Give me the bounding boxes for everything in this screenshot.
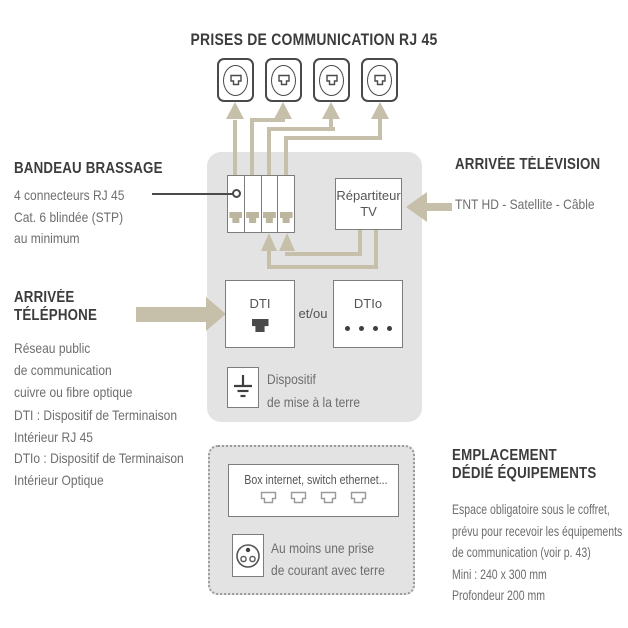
- earth-device-box: [227, 367, 259, 408]
- telephone-line: de communication: [14, 362, 112, 378]
- repartiteur-label-line2: TV: [360, 204, 377, 219]
- emplacement-line: de communication (voir p. 43): [452, 545, 591, 560]
- rj45-wall-outlet-3: [313, 58, 350, 102]
- arrow-up-icon: [274, 102, 292, 119]
- cable-line: [250, 118, 285, 122]
- rj45-port-icon: [350, 491, 367, 504]
- telephone-line: cuivre ou fibre optique: [14, 384, 133, 400]
- glossary-line: DTIo : Dispositif de Terminaison: [14, 450, 184, 466]
- cable-line: [250, 122, 254, 176]
- power-outlet-icon: [236, 543, 260, 568]
- dtio-label: DTIo: [353, 296, 383, 311]
- callout-dot: [232, 189, 241, 198]
- prise-label-line1: Au moins une prise: [271, 540, 375, 556]
- rj45-wall-outlet-1: [217, 58, 254, 102]
- rj45-jack-icon: [277, 74, 290, 86]
- cable-line: [267, 131, 271, 176]
- earth-ground-icon: [234, 374, 252, 397]
- rj45-port-icon: [320, 491, 337, 504]
- rj45-connector-module: [245, 176, 262, 232]
- television-heading: ARRIVÉE TÉLÉVISION: [455, 156, 601, 173]
- rj45-jack-icon: [325, 74, 338, 86]
- rj45-jack-icon: [373, 74, 386, 86]
- cable-line: [358, 230, 362, 256]
- repartiteur-tv-box: Répartiteur TV: [335, 178, 402, 230]
- cable-line: [285, 252, 362, 256]
- rj45-jack-icon: [229, 212, 243, 223]
- arrow-up-icon: [279, 233, 295, 251]
- terre-label-line2: de mise à la terre: [267, 394, 361, 410]
- rj45-wall-outlet-4: [361, 58, 398, 102]
- emplacement-line: Mini : 240 x 300 mm: [452, 566, 547, 582]
- repartiteur-label-line1: Répartiteur: [336, 188, 401, 203]
- box-internet-panel: Box internet, switch ethernet...: [228, 464, 399, 517]
- cable-line: [267, 265, 378, 269]
- fiber-ports: [334, 326, 402, 331]
- outlet-ring: [319, 64, 344, 96]
- rj45-connector-module: [262, 176, 279, 232]
- outlet-ring: [223, 64, 248, 96]
- cable-line: [374, 230, 378, 269]
- port-dot-icon: [344, 326, 350, 331]
- dti-label: DTI: [249, 296, 271, 311]
- rj45-connector-module: [228, 176, 245, 232]
- arrow-left-icon: [406, 192, 427, 222]
- dtio-box: DTIo: [333, 280, 403, 348]
- ethernet-ports: [229, 491, 398, 504]
- terre-label-line1: Dispositif: [267, 371, 316, 387]
- port-dot-icon: [386, 326, 392, 331]
- prise-label-line2: de courant avec terre: [271, 562, 385, 578]
- port-dot-icon: [358, 326, 364, 331]
- emplacement-line: Profondeur 200 mm: [452, 588, 546, 603]
- outlet-ring: [271, 64, 296, 96]
- telephone-heading-line2: TÉLÉPHONE: [14, 306, 98, 324]
- television-arrow-shaft: [427, 203, 452, 211]
- glossary-line: DTI : Dispositif de Terminaison: [14, 407, 178, 423]
- arrow-up-icon: [226, 102, 244, 119]
- power-socket-box: [232, 534, 264, 577]
- bandeau-line: Cat. 6 blindée (STP): [14, 208, 124, 225]
- rj45-jack-icon: [229, 74, 242, 86]
- patch-panel: [227, 175, 295, 233]
- arrow-up-icon: [322, 102, 340, 119]
- box-internet-label: Box internet, switch ethernet...: [244, 472, 388, 487]
- et-ou-label: et/ou: [298, 306, 328, 321]
- rj45-jack-icon: [251, 319, 269, 332]
- cable-line: [284, 136, 382, 140]
- rj45-port-icon: [290, 491, 307, 504]
- diagram-title: PRISES DE COMMUNICATION RJ 45: [190, 30, 438, 49]
- bandeau-line: 4 connecteurs RJ 45: [14, 187, 125, 203]
- rj45-jack-icon: [279, 212, 293, 223]
- emplacement-heading-line2: DÉDIÉ ÉQUIPEMENTS: [452, 464, 597, 482]
- bandeau-heading: BANDEAU BRASSAGE: [14, 160, 163, 177]
- telephone-heading-line1: ARRIVÉE: [14, 289, 75, 306]
- callout-line: [152, 193, 234, 195]
- telephone-arrow-shaft: [136, 307, 206, 322]
- arrow-up-icon: [261, 233, 277, 251]
- glossary-line: Intérieur RJ 45: [14, 428, 93, 445]
- port-dot-icon: [372, 326, 378, 331]
- telephone-line: Réseau public: [14, 340, 91, 356]
- cable-line: [267, 127, 335, 131]
- glossary-line: Intérieur Optique: [14, 471, 104, 488]
- cable-line: [233, 120, 237, 176]
- rj45-jack-icon: [262, 212, 276, 223]
- outlet-ring: [367, 64, 392, 96]
- cable-line: [267, 251, 271, 265]
- arrow-right-icon: [206, 297, 226, 331]
- arrow-up-icon: [371, 102, 389, 119]
- emplacement-heading-line1: EMPLACEMENT: [452, 447, 557, 464]
- television-subtitle: TNT HD - Satellite - Câble: [455, 196, 595, 212]
- rj45-wall-outlet-2: [265, 58, 302, 102]
- cable-line: [378, 118, 382, 140]
- rj45-port-icon: [260, 491, 277, 504]
- rj45-jack-icon: [246, 212, 260, 223]
- cable-line: [284, 140, 288, 176]
- dti-box: DTI: [225, 280, 295, 348]
- emplacement-line: prévu pour recevoir les équipements: [452, 523, 623, 539]
- cable-line: [329, 118, 333, 131]
- bandeau-line: au minimum: [14, 230, 80, 246]
- rj45-connector-module: [278, 176, 294, 232]
- emplacement-line: Espace obligatoire sous le coffret,: [452, 502, 610, 517]
